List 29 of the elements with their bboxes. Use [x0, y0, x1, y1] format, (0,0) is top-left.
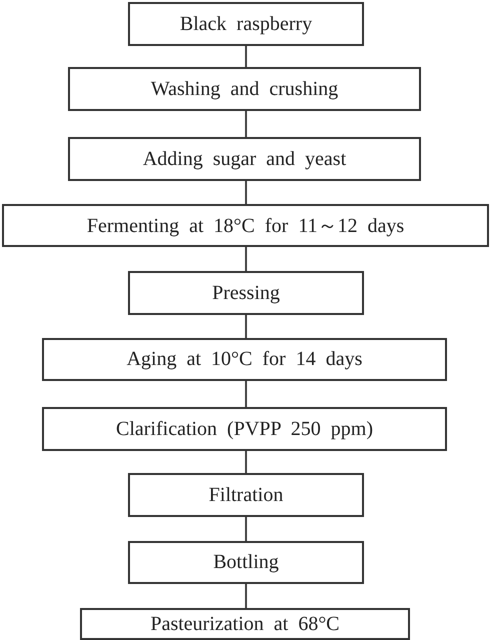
connector-line [245, 584, 247, 608]
connector-line [245, 46, 247, 67]
connector-line [245, 517, 247, 541]
process-box [2, 204, 489, 247]
connector-line [245, 451, 247, 473]
step-label: Adding sugar and yeast [142, 148, 346, 170]
connector-line [245, 315, 247, 338]
connector-line [245, 181, 247, 204]
step-label: Washing and crushing [150, 78, 338, 100]
process-box [128, 541, 364, 584]
step-label: Black raspberry [180, 12, 312, 36]
process-box [128, 473, 364, 517]
process-box [128, 271, 364, 315]
step-label: Fermenting at 18°C for 11～12 days [86, 214, 404, 239]
step-label: Filtration [208, 484, 284, 506]
connector-line [245, 381, 247, 407]
step-label: Bottling [213, 551, 279, 574]
process-box [42, 407, 447, 451]
step-label: Aging at 10°C for 14 days [126, 348, 362, 371]
step-label: Clarification (PVPP 250 ppm) [116, 418, 374, 440]
process-box [42, 338, 447, 381]
process-box [68, 67, 421, 111]
step-label: Pasteurization at 68°C [150, 612, 340, 636]
step-label: Pressing [212, 282, 280, 304]
process-box [80, 608, 410, 640]
process-box [128, 2, 364, 46]
connector-line [245, 111, 247, 137]
connector-line [245, 247, 247, 271]
process-box [68, 137, 421, 181]
